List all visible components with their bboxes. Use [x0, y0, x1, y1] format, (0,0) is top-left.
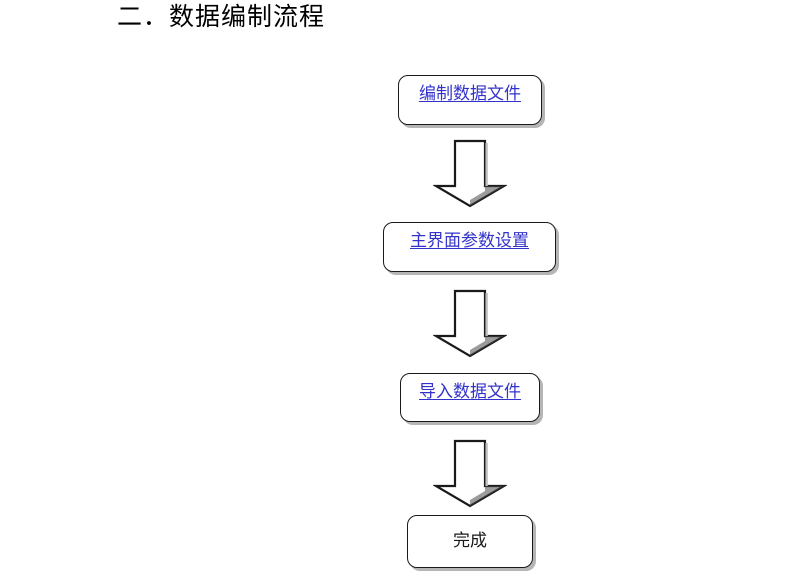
- flow-node-2-text: 主界面参数设置: [410, 231, 529, 250]
- flow-node-2[interactable]: 主界面参数设置: [383, 222, 556, 272]
- block-arrow-down-icon: [433, 438, 507, 508]
- flow-node-4-label: 完成: [408, 531, 532, 551]
- flow-node-1-text: 编制数据文件: [419, 84, 521, 103]
- flow-node-3-text: 导入数据文件: [419, 382, 521, 401]
- page-title: 二．数据编制流程: [117, 4, 326, 31]
- flow-node-1-label: 编制数据文件: [399, 84, 541, 104]
- block-arrow-down-icon: [433, 138, 507, 208]
- flow-node-3-label: 导入数据文件: [401, 382, 539, 402]
- flow-node-2-label: 主界面参数设置: [384, 231, 555, 251]
- flow-node-4[interactable]: 完成: [407, 515, 533, 568]
- block-arrow-down-icon: [433, 288, 507, 358]
- flow-node-4-text: 完成: [453, 531, 487, 550]
- flow-node-1[interactable]: 编制数据文件: [398, 75, 542, 125]
- flow-node-3[interactable]: 导入数据文件: [400, 373, 540, 422]
